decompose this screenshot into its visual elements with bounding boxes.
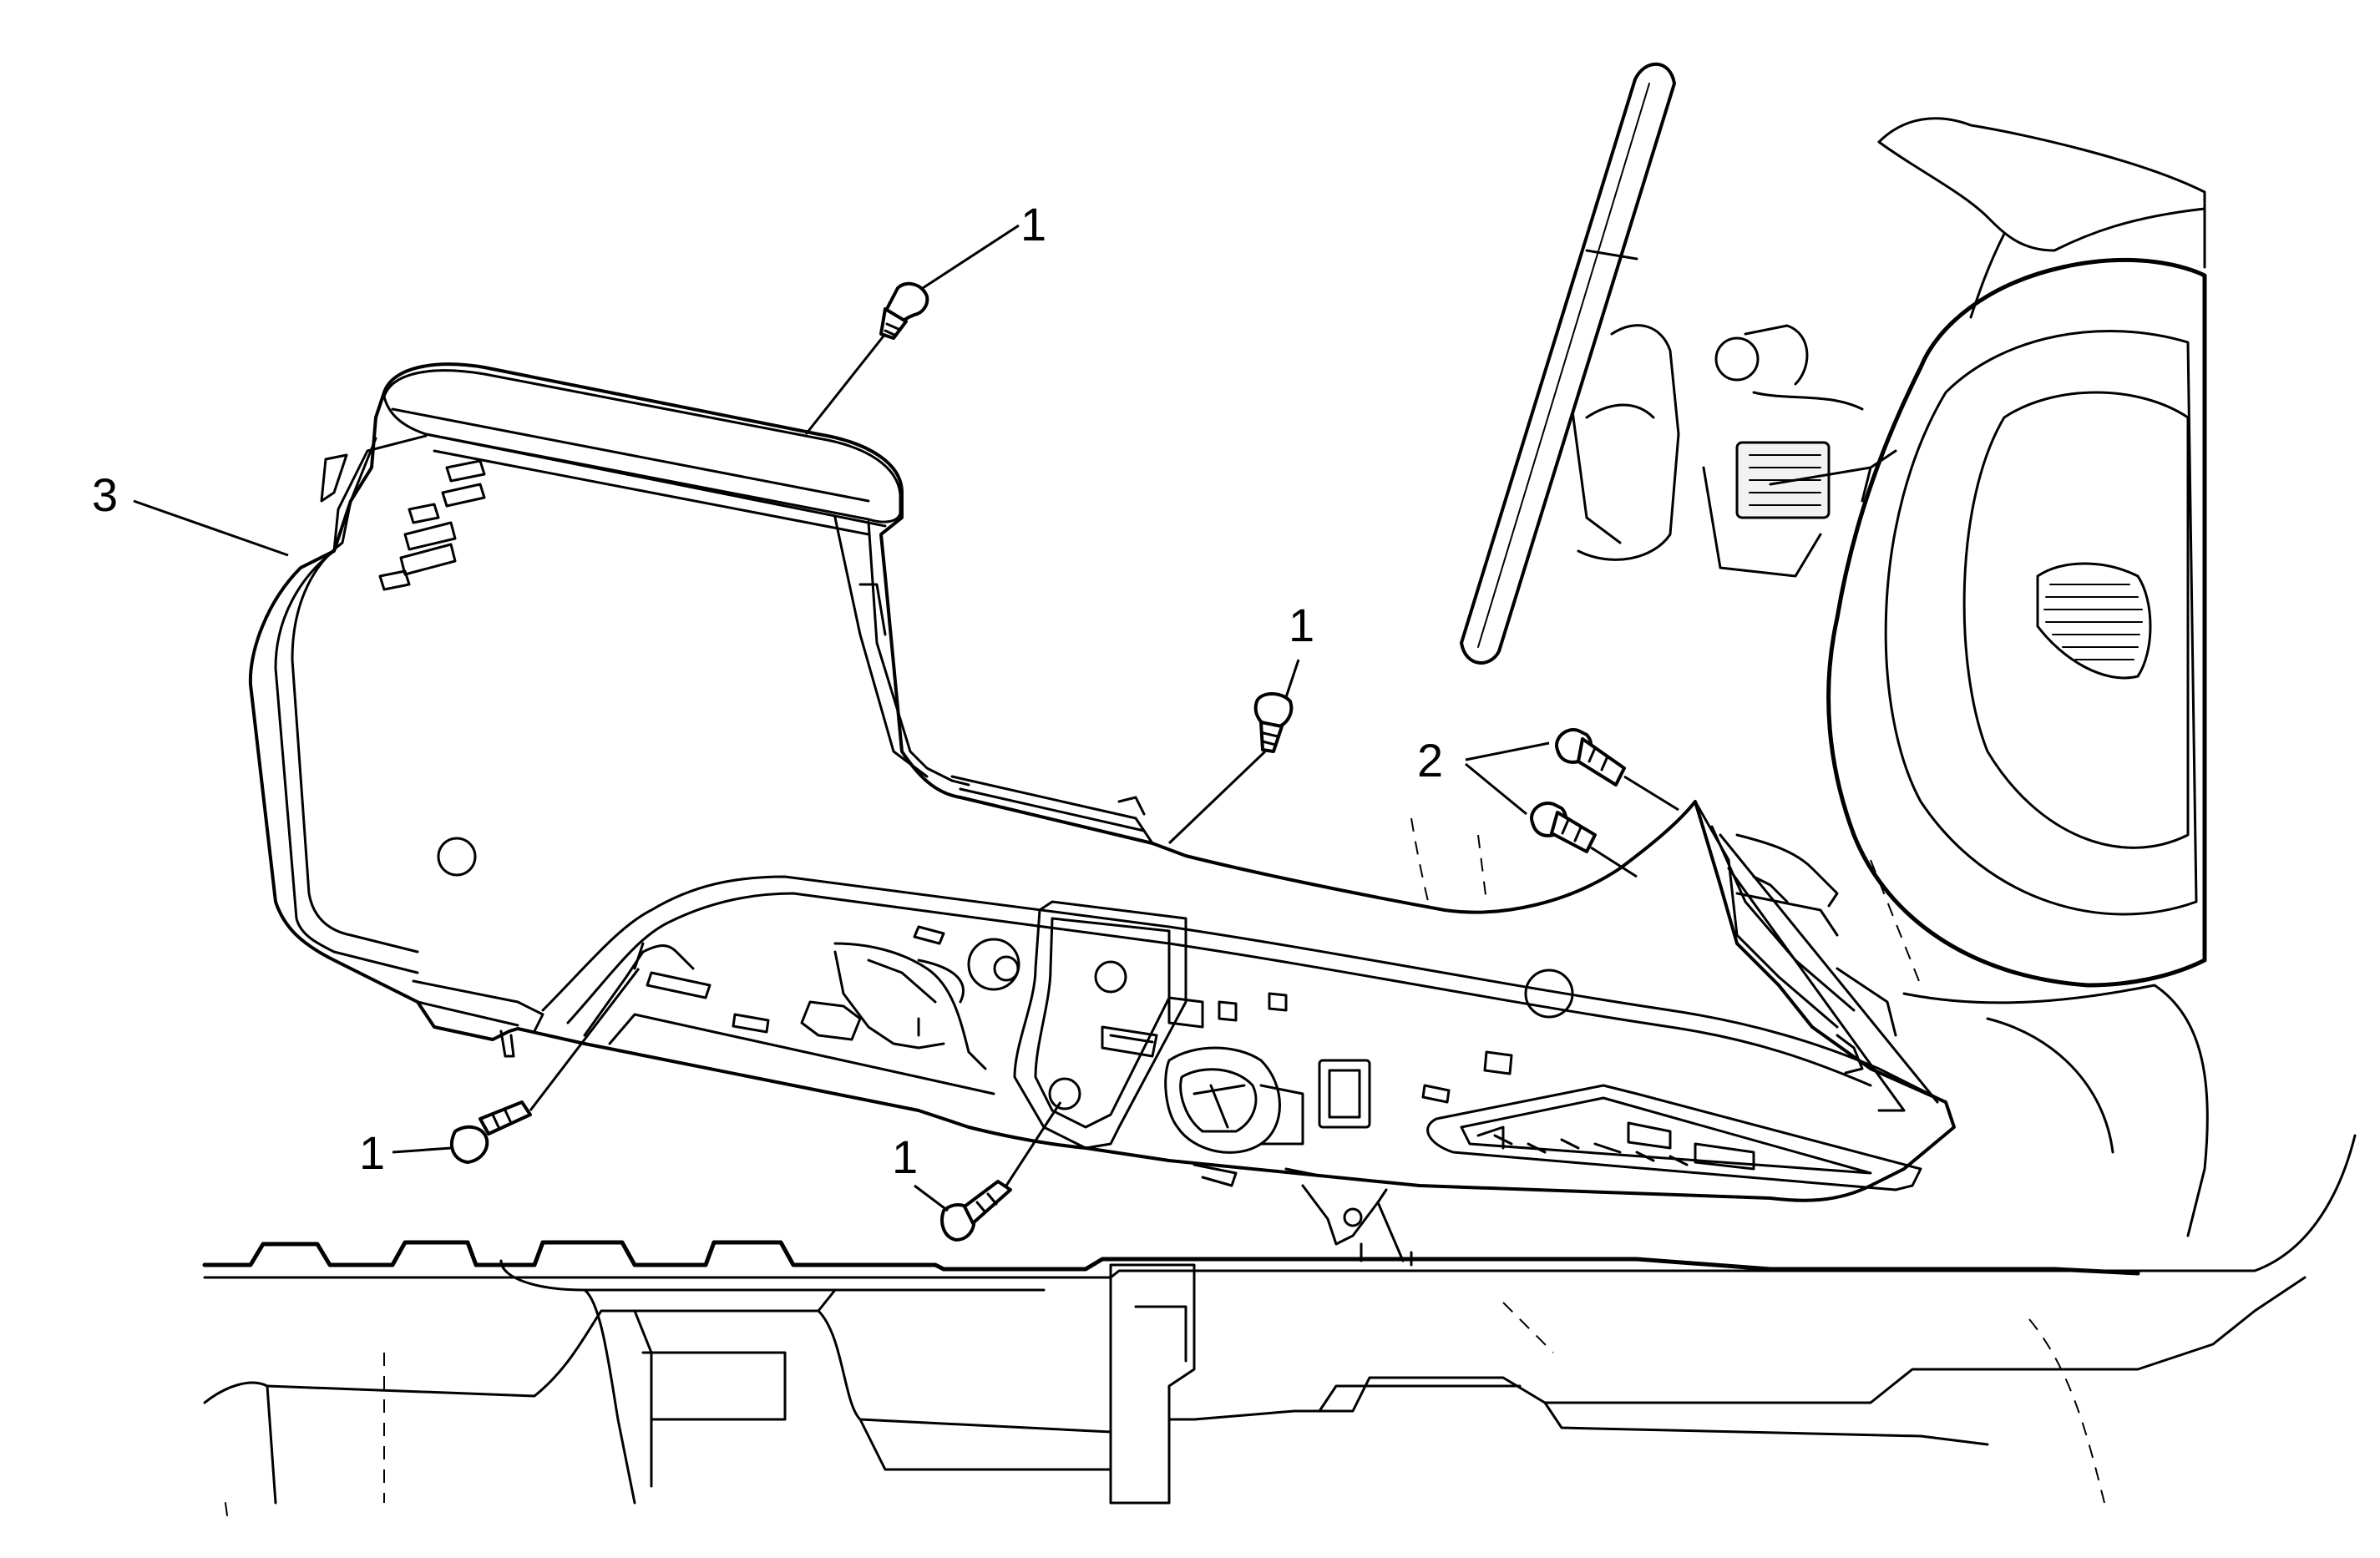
- leader-1-bottom-to-console: [1005, 1101, 1062, 1186]
- callout-3: 3: [92, 468, 118, 521]
- callout-1-bottom: 1: [892, 1131, 918, 1183]
- vent-slots: [378, 459, 486, 591]
- shift-lever: [1460, 62, 1676, 665]
- fastener-1-bottom: [940, 1180, 1012, 1242]
- leader-lines: [133, 224, 1679, 1212]
- leader-1-top-to-console: [804, 333, 887, 435]
- leader-2a-to-console: [1623, 775, 1679, 812]
- fastener-2-upper: [1555, 728, 1626, 787]
- callout-2: 2: [1417, 734, 1443, 787]
- leader-1-mid-to-console: [1167, 750, 1267, 845]
- callout-1-left: 1: [359, 1126, 385, 1179]
- leader-1-left-to-console: [529, 968, 641, 1111]
- instrument-panel: [1410, 117, 2209, 1237]
- leader-2a: [1465, 741, 1550, 761]
- fastener-1-mid: [1253, 692, 1294, 753]
- callouts: 1 1 1 1 2 3: [92, 198, 1443, 1183]
- leader-1-left: [392, 1146, 452, 1154]
- leader-2b: [1465, 762, 1527, 816]
- fastener-2-lower: [1530, 801, 1597, 853]
- callout-1-top: 1: [1020, 198, 1046, 250]
- leader-1-top: [922, 224, 1020, 290]
- fastener-1-left: [450, 1100, 532, 1164]
- leader-2b-to-console: [1590, 846, 1638, 878]
- leader-1-mid: [1284, 659, 1300, 698]
- callout-1-mid: 1: [1289, 599, 1314, 651]
- floor-console: [248, 362, 1956, 1267]
- leader-1-bottom: [914, 1184, 949, 1212]
- leader-3: [133, 499, 289, 557]
- floor-pan: [202, 1134, 2357, 1516]
- fastener-1-top: [879, 281, 929, 340]
